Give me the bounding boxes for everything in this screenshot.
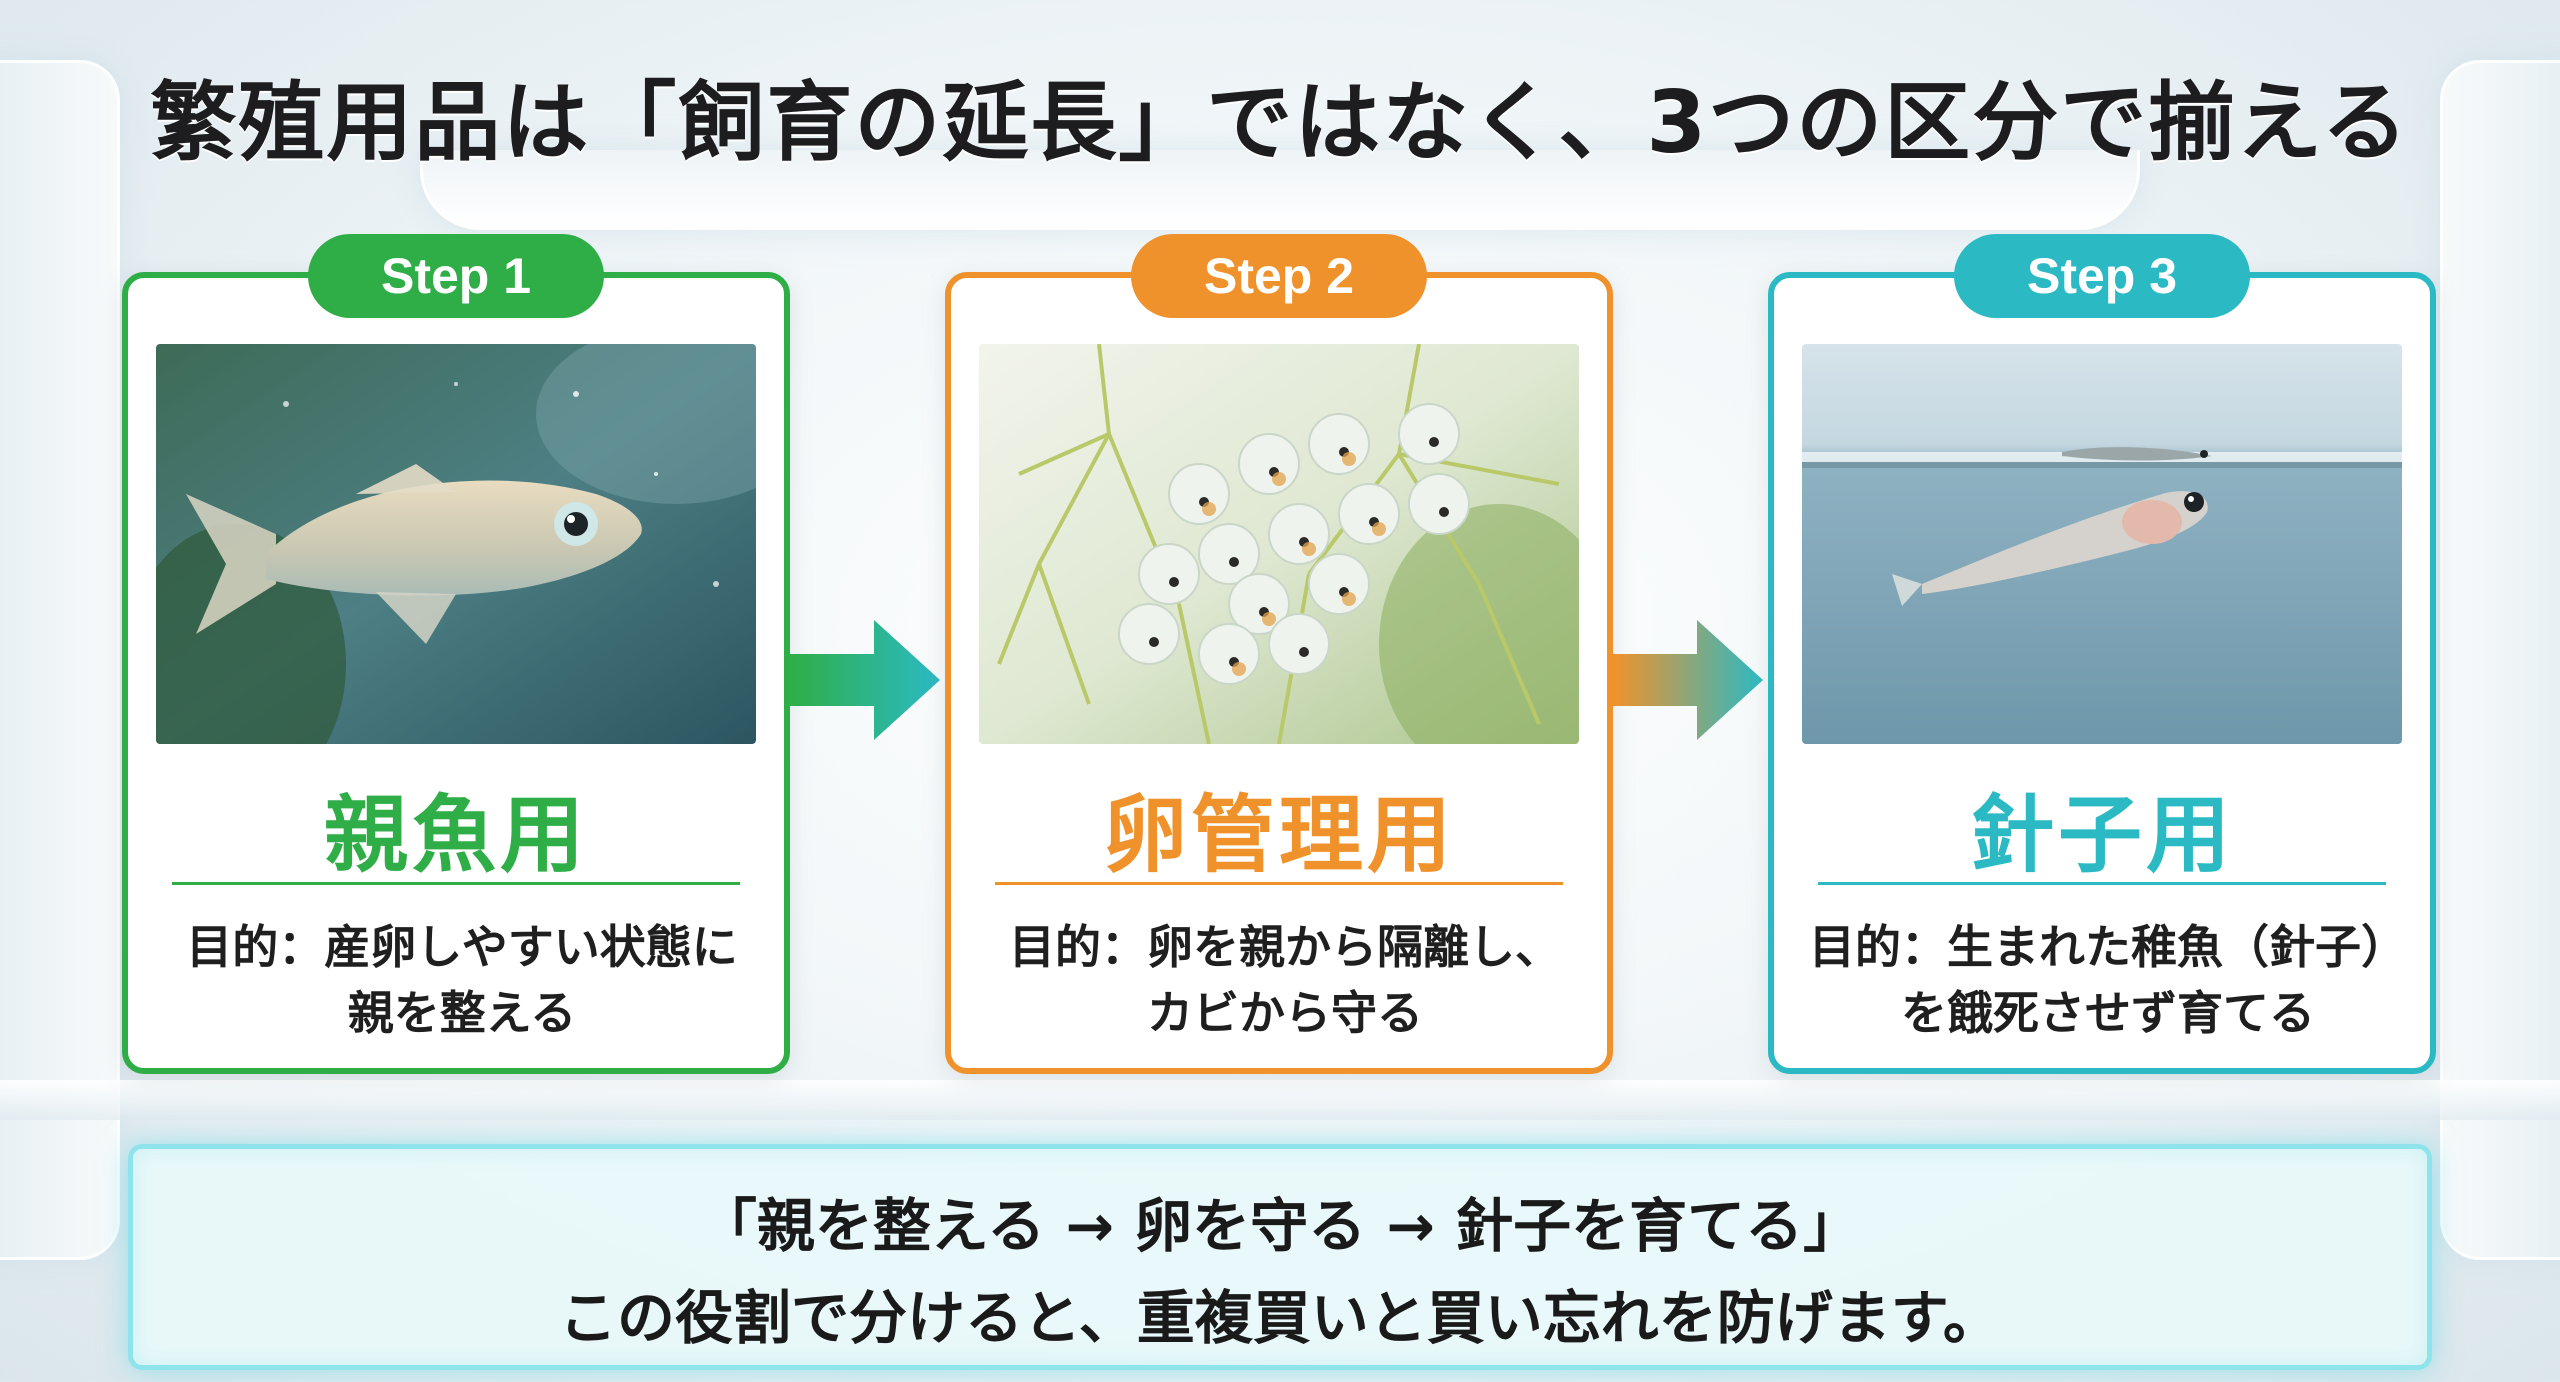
step-card-1: Step 1 — [122, 234, 790, 1074]
background-floor — [0, 1080, 2560, 1120]
purpose-line: カビから守る — [1147, 986, 1423, 1040]
step-purpose-2: 目的：卵を親から隔離し、 カビから守る — [981, 914, 1589, 1046]
arrow-right-icon — [1613, 620, 1763, 740]
step-purpose-1: 目的：産卵しやすい状態に 親を整える — [158, 914, 766, 1046]
card-divider — [172, 882, 740, 885]
step-badge-1: Step 1 — [308, 234, 604, 318]
purpose-line: を餓死させず育てる — [1901, 986, 2315, 1040]
eggs-on-water-plant-photo — [979, 344, 1579, 744]
step-badge-3: Step 3 — [1954, 234, 2250, 318]
summary-box: 「親を整える → 卵を守る → 針子を育てる」 この役割で分けると、重複買いと買… — [128, 1144, 2432, 1370]
card-divider — [1818, 882, 2386, 885]
step-title-1: 親魚用 — [323, 786, 588, 884]
step-purpose-3: 目的：生まれた稚魚（針子） を餓死させず育てる — [1804, 914, 2412, 1046]
fry-near-water-surface-photo — [1802, 344, 2402, 744]
background-wall-left — [0, 60, 120, 1260]
purpose-line: 目的：生まれた稚魚（針子） — [1809, 920, 2407, 974]
step-title-2: 卵管理用 — [1102, 786, 1455, 884]
adult-medaka-fish-photo — [156, 344, 756, 744]
step-badge-2: Step 2 — [1131, 234, 1427, 318]
purpose-line: 目的：産卵しやすい状態に — [186, 920, 738, 974]
step-title-3: 針子用 — [1969, 786, 2234, 884]
step-card-2: Step 2 — [945, 234, 1613, 1074]
card-divider — [995, 882, 1563, 885]
page-title: 繁殖用品は「飼育の延長」ではなく、3つの区分で揃える — [150, 73, 2410, 173]
arrow-right-icon — [790, 620, 940, 740]
purpose-line: 親を整える — [347, 986, 577, 1040]
summary-line-2: この役割で分けると、重複買いと買い忘れを防げます。 — [559, 1284, 2001, 1352]
step-card-3: Step 3 針子用 目的：生まれた稚魚（針子） を餓死させず育てる — [1768, 234, 2436, 1074]
summary-line-1: 「親を整える → 卵を守る → 針子を育てる」 — [698, 1192, 1862, 1260]
purpose-line: 目的：卵を親から隔離し、 — [1009, 920, 1561, 974]
background-wall-right — [2440, 60, 2560, 1260]
